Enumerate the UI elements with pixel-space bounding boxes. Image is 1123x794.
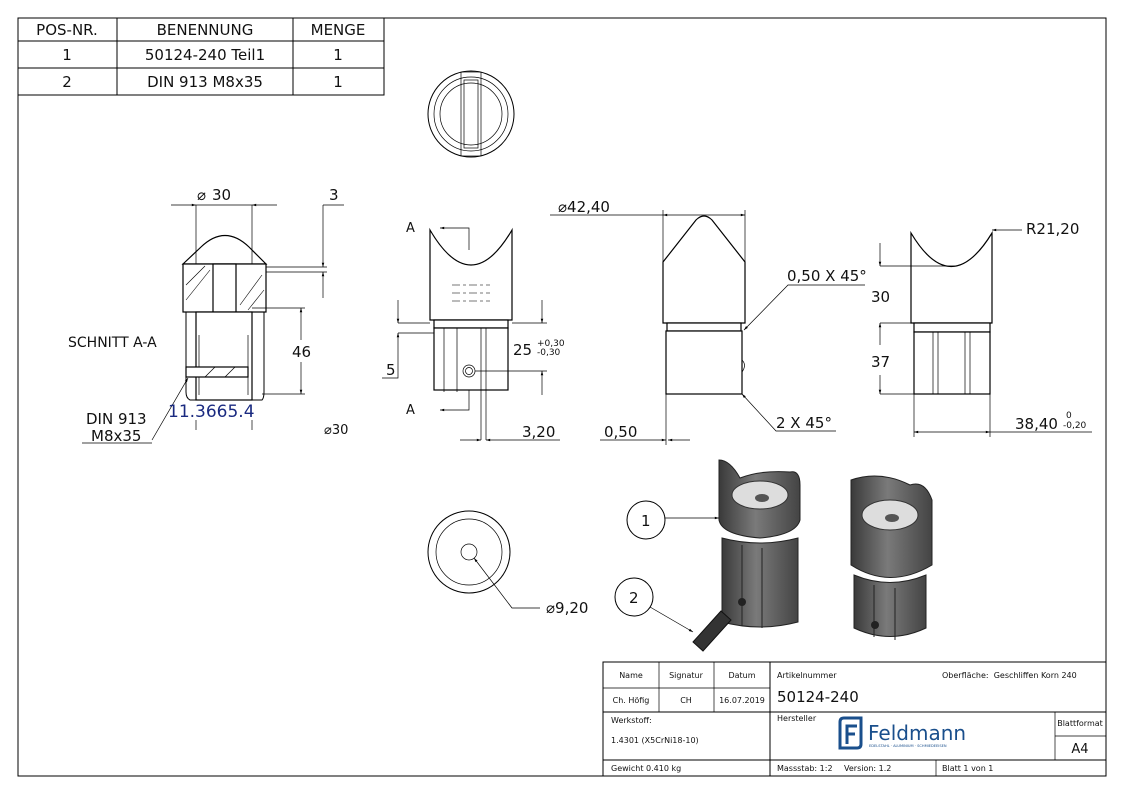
bottom-view: ⌀9,20	[427, 510, 588, 617]
iso-view-assembly: 1 2	[614, 459, 801, 652]
bom-row-1-qty: 1	[333, 46, 343, 64]
section-label: SCHNITT A-A	[68, 335, 157, 351]
bom-row-2-name: DIN 913 M8x35	[147, 73, 263, 91]
diameter-symbol-icon: ⌀	[197, 186, 206, 204]
logo-tagline: EDELSTAHL · ALUMINIUM · SCHMIEDEEISEN	[869, 744, 947, 748]
section-dia-label: 30	[212, 186, 231, 204]
section-dim-46: 46	[292, 343, 311, 361]
iso-view-part	[850, 475, 933, 640]
tb-article-label: Artikelnummer	[777, 671, 837, 680]
tb-date: 16.07.2019	[719, 696, 765, 705]
tb-sheet: Blatt 1 von 1	[942, 764, 993, 773]
radius-label: R21,20	[1026, 220, 1079, 238]
logo-text: Feldmann	[868, 721, 966, 745]
dim-30: 30	[871, 288, 890, 306]
cut-dia-label: ⌀30	[324, 423, 348, 438]
section-dim-3: 3	[329, 186, 339, 204]
bom-header-qty: MENGE	[311, 21, 366, 39]
tb-material: 1.4301 (X5CrNi18-10)	[611, 736, 699, 745]
section-view: 30 ⌀ 3 46 SCHNITT A-A DIN 913 M8x35 11.3…	[68, 186, 348, 445]
dim-25: 25	[513, 341, 532, 359]
tol-minus: -0,30	[537, 348, 561, 358]
tb-weight: Gewicht 0.410 kg	[611, 764, 681, 773]
tb-manufacturer-label: Hersteller	[777, 714, 817, 723]
callout-m8x35: M8x35	[91, 427, 141, 445]
sheet-frame	[17, 17, 1107, 777]
tb-scale: Massstab: 1:2	[777, 764, 833, 773]
bom-header-pos: POS-NR.	[36, 21, 98, 39]
chamfer-bottom-label: 2 X 45°	[776, 414, 832, 432]
bom-row-1-name: 50124-240 Teil1	[145, 46, 265, 64]
side-view: ⌀42,40 0,50 X 45° 2 X 45° 0,50	[550, 198, 867, 445]
bottom-dia-label: ⌀9,20	[546, 599, 588, 617]
section-mark-top: A	[406, 221, 415, 236]
balloon-2: 2	[629, 589, 639, 607]
right-view: R21,20 30 37 38,40 0 -0,20	[871, 220, 1092, 437]
tb-surface: Oberfläche: Geschliffen Korn 240	[942, 671, 1077, 680]
tb-format-label: Blattformat	[1057, 719, 1103, 728]
title-block: Name Signatur Datum Ch. Höfig CH 16.07.2…	[602, 661, 1107, 777]
dim-0-50: 0,50	[604, 423, 637, 441]
tb-article: 50124-240	[777, 688, 859, 706]
front-view: A A 5 25 +0,30 -0,30 3,20	[382, 221, 565, 442]
dim-38-40: 38,40	[1015, 415, 1058, 433]
dim-5: 5	[386, 361, 396, 379]
side-dia-label: ⌀42,40	[558, 198, 610, 216]
tb-format: A4	[1071, 742, 1088, 757]
balloon-1: 1	[641, 512, 651, 530]
dim-37: 37	[871, 353, 890, 371]
tb-signature-label: Signatur	[669, 671, 704, 680]
bom-row-2-qty: 1	[333, 73, 343, 91]
section-mark-bottom: A	[406, 403, 415, 418]
bom-row-1-pos: 1	[62, 46, 72, 64]
tb-signature: CH	[680, 696, 692, 705]
tb-name: Ch. Höfig	[613, 696, 650, 705]
bom-header-name: BENENNUNG	[157, 21, 254, 39]
callout-din913: DIN 913	[86, 410, 147, 428]
top-view	[427, 70, 515, 158]
bom-table: POS-NR. BENENNUNG MENGE 1 50124-240 Teil…	[17, 17, 385, 96]
tb-version: Version: 1.2	[844, 764, 891, 773]
dim-3-20: 3,20	[522, 423, 555, 441]
tb-date-label: Datum	[728, 671, 755, 680]
tol-upper: 0	[1066, 411, 1072, 421]
tol-plus: +0,30	[537, 339, 565, 349]
bom-row-2-pos: 2	[62, 73, 72, 91]
feldmann-logo: Feldmann EDELSTAHL · ALUMINIUM · SCHMIED…	[838, 716, 966, 750]
tb-name-label: Name	[619, 671, 643, 680]
tb-material-label: Werkstoff:	[611, 716, 652, 725]
chamfer-top-label: 0,50 X 45°	[787, 267, 867, 285]
tol-lower: -0,20	[1063, 421, 1087, 431]
overlay-number: 11.3665.4	[168, 402, 255, 422]
